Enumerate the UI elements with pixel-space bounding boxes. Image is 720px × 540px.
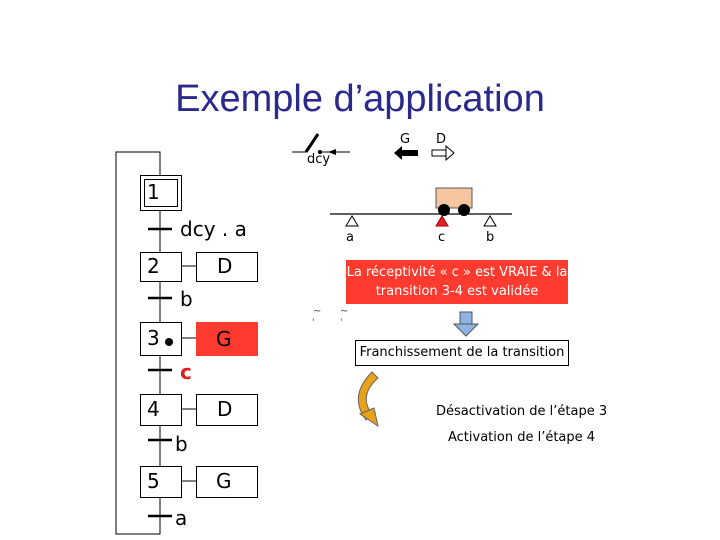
down-arrow-icon [452,311,480,337]
svg-text:~: ~ [340,306,348,317]
sensor-c-icon [435,215,449,227]
curved-arrow-icon [357,371,379,428]
sensor-c-label: c [438,230,446,245]
step-3-action-label: G [216,327,232,351]
right-arrow-icon [431,144,455,162]
step-5-action: G [196,466,258,498]
step-1-initial: 1 [140,175,182,211]
wheel-right [458,204,470,216]
sensor-a-icon [345,215,359,227]
step-4-action-label: D [217,397,233,421]
transition-4-5-label: b [175,432,188,456]
carriage [435,187,473,209]
step-3-active: 3 [140,322,182,356]
dcy-switch-icon [292,133,350,155]
step-2: 2 [140,252,182,282]
sensor-a-label: a [346,230,354,245]
step-5-action-label: G [216,469,232,493]
g-label: G [400,132,411,147]
activation-note: Activation de l’étape 4 [448,430,596,445]
sensor-b-icon [483,215,497,227]
receptivity-note: La réceptivité « c » est VRAIE & la tran… [346,260,568,304]
step-3-action: G [196,322,258,356]
sensor-b-label: b [486,230,495,245]
step-5-number: 5 [147,469,160,493]
svg-text:~: ~ [313,306,321,317]
transition-1-2-label: dcy . a [180,217,247,241]
step-1-number: 1 [147,180,160,204]
active-token-icon [165,338,173,346]
step-2-number: 2 [147,254,160,278]
d-label: D [436,132,447,147]
desactivation-note: Désactivation de l’étape 3 [436,404,608,419]
step-4: 4 [140,394,182,426]
page-title: Exemple d’application [175,78,545,120]
left-arrow-icon [394,146,418,160]
step-2-action-label: D [217,254,233,278]
svg-text:': ' [312,318,314,328]
transition-2-3-label: b [180,287,193,311]
svg-text:': ' [340,318,342,328]
step-4-action: D [196,394,258,426]
step-3-number: 3 [147,326,160,350]
wheel-left [438,204,450,216]
step-5: 5 [140,466,182,498]
step-2-action: D [196,252,258,282]
step-4-number: 4 [147,397,160,421]
dcy-label: dcy [307,152,331,167]
franchissement-note: Franchissement de la transition [355,340,569,366]
transition-5-1-label: a [175,506,188,530]
transition-3-4-label: c [180,360,192,384]
